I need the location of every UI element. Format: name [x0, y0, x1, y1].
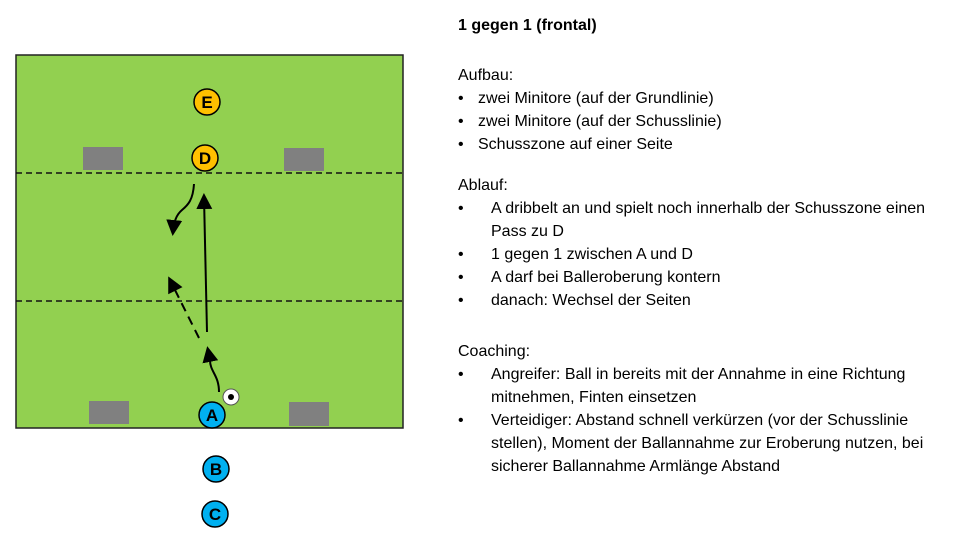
- player-d: D: [191, 144, 219, 172]
- page-title: 1 gegen 1 (frontal): [458, 17, 597, 34]
- run-arrow: [168, 276, 200, 339]
- player-a: A: [198, 401, 226, 429]
- defender-run-arrow: [166, 183, 195, 236]
- svg-text:E: E: [201, 93, 212, 112]
- pass-arrow: [196, 193, 213, 333]
- field: [15, 54, 404, 429]
- mini-goal-bottom-right: [289, 402, 329, 426]
- mini-goal-top-left: [83, 147, 123, 170]
- coaching-heading: Coaching:: [458, 343, 531, 360]
- list-item: Schusszone auf einer Seite: [458, 133, 938, 156]
- list-item: 1 gegen 1 zwischen A und D: [458, 243, 948, 266]
- coaching-section: Coaching: Angreifer: Ball in bereits mit…: [458, 340, 928, 478]
- list-item: A darf bei Balleroberung kontern: [458, 266, 948, 289]
- aufbau-heading: Aufbau:: [458, 67, 514, 84]
- aufbau-section: Aufbau: zwei Minitore (auf der Grundlini…: [458, 64, 938, 156]
- list-item: danach: Wechsel der Seiten: [458, 289, 948, 312]
- list-item: zwei Minitore (auf der Schusslinie): [458, 110, 938, 133]
- svg-text:A: A: [206, 406, 218, 425]
- list-item: Angreifer: Ball in bereits mit der Annah…: [458, 363, 928, 409]
- list-item: A dribbelt an und spielt noch innerhalb …: [458, 197, 948, 243]
- ablauf-heading: Ablauf:: [458, 177, 508, 194]
- ablauf-section: Ablauf: A dribbelt an und spielt noch in…: [458, 174, 948, 312]
- player-e: E: [193, 88, 221, 116]
- svg-text:C: C: [209, 505, 221, 524]
- list-item: Verteidiger: Abstand schnell verkürzen (…: [458, 409, 928, 478]
- player-b: B: [202, 455, 230, 483]
- dribble-arrow: [202, 346, 220, 393]
- ball-icon: [222, 388, 240, 406]
- mini-goal-top-right: [284, 148, 324, 171]
- mini-goal-bottom-left: [89, 401, 129, 424]
- training-field-diagram: E D A B C: [15, 54, 404, 528]
- svg-text:B: B: [210, 460, 222, 479]
- svg-text:D: D: [199, 149, 211, 168]
- list-item: zwei Minitore (auf der Grundlinie): [458, 87, 938, 110]
- player-c: C: [201, 500, 229, 528]
